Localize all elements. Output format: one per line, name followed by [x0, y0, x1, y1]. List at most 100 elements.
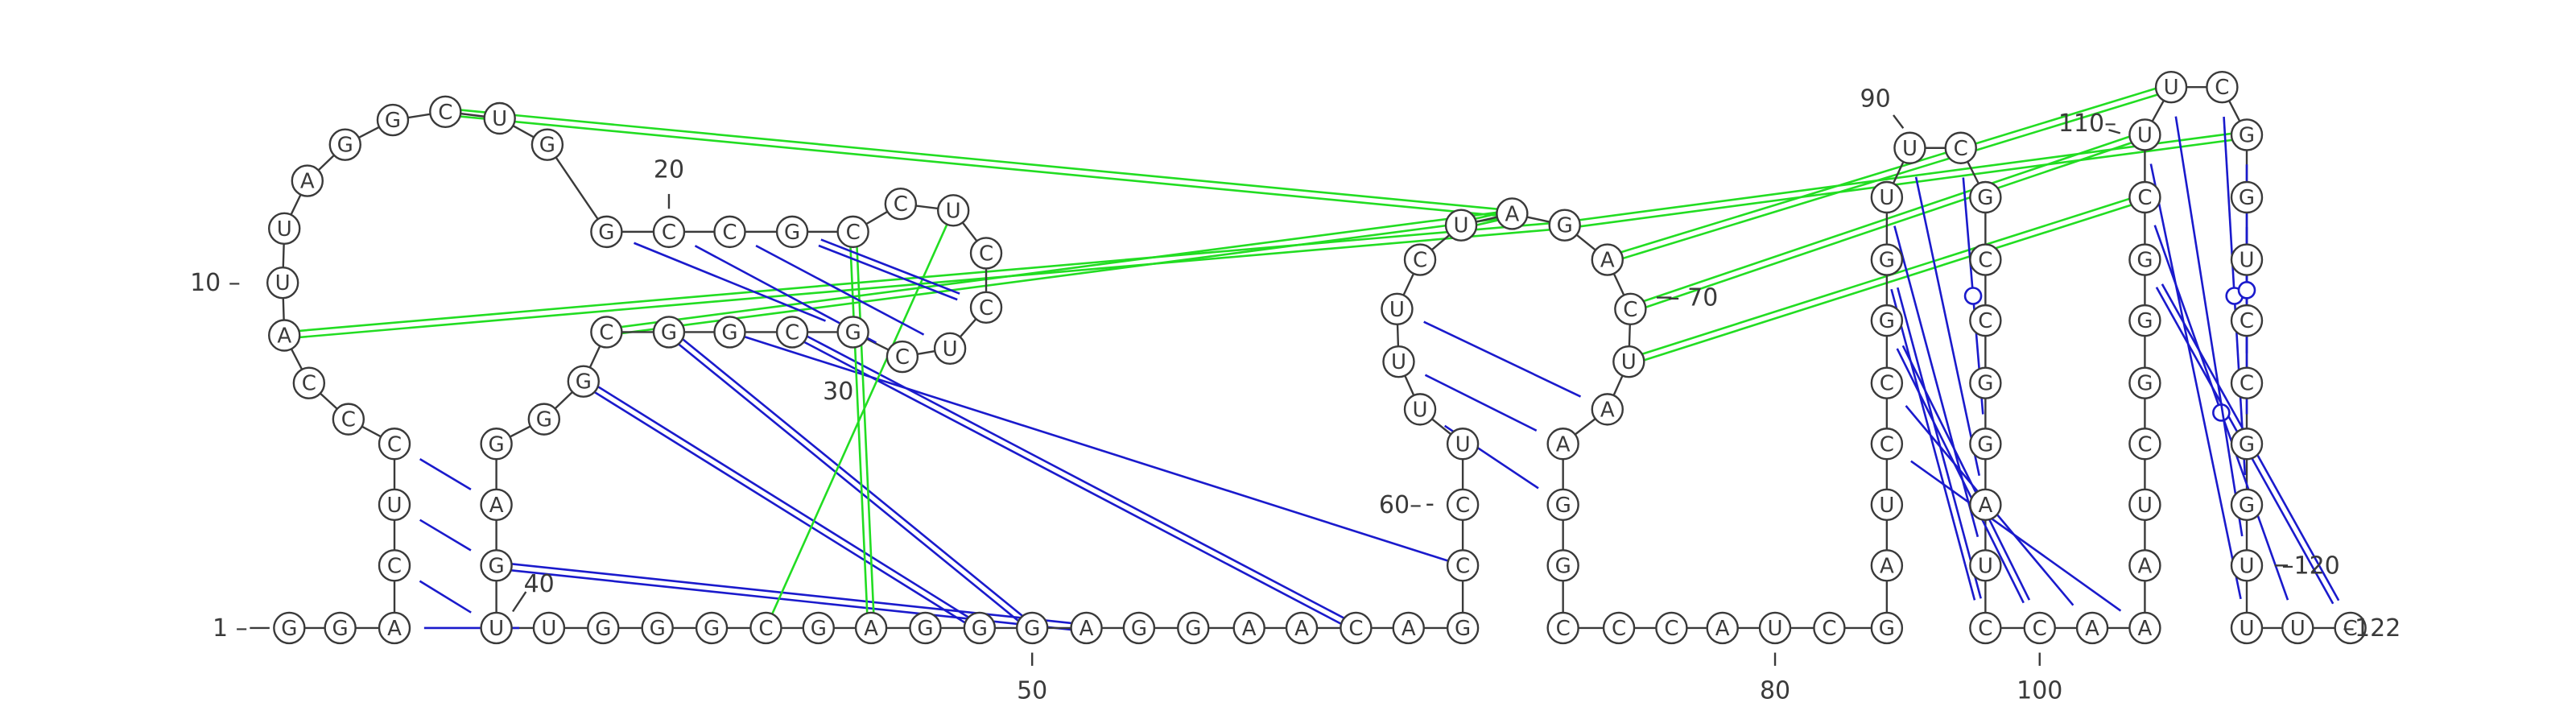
nucleotide-letter: C	[2033, 617, 2047, 641]
nucleotide-letter: G	[1977, 432, 1993, 457]
nucleotide-letter: C	[1612, 617, 1626, 641]
nucleotide-letter: G	[972, 617, 988, 641]
nucleotide: G	[836, 316, 869, 349]
nucleotide-circle	[2128, 366, 2161, 399]
nucleotide: G	[2230, 118, 2264, 151]
nucleotide-letter: C	[1348, 617, 1363, 641]
nucleotide-circle	[933, 332, 967, 366]
nucleotide-letter: G	[2239, 494, 2255, 518]
nucleotide-circle	[1602, 611, 1636, 645]
nucleotide: U	[268, 212, 301, 245]
nucleotide-circle	[378, 549, 411, 582]
nucleotide-circle	[1122, 611, 1156, 645]
nucleotide: G	[273, 611, 306, 645]
nucleotide: G	[2128, 366, 2161, 399]
nucleotide-circle	[376, 103, 410, 137]
nucleotide: U	[1446, 428, 1480, 461]
tertiary-interaction	[584, 378, 982, 626]
nucleotide-circle	[775, 316, 809, 349]
nucleotide: G	[2230, 180, 2264, 214]
nucleotide-letter: C	[1978, 309, 1992, 333]
nucleotide-letter: C	[895, 345, 910, 370]
nucleotide: U	[483, 101, 516, 135]
nucleotide-circle	[2128, 118, 2161, 151]
nucleotide-letter: C	[341, 408, 356, 432]
nucleotide-letter: U	[1879, 186, 1894, 210]
nucleotide-letter: G	[784, 221, 800, 245]
nucleotide-circle	[1870, 304, 1904, 337]
nucleotide-letter: A	[2085, 617, 2099, 641]
nucleotide-letter: G	[2239, 123, 2255, 147]
nucleotide-letter: A	[1880, 554, 1894, 578]
nucleotide-circle	[1969, 549, 2002, 582]
base-pair	[755, 244, 925, 336]
nucleotide-letter: G	[1879, 617, 1895, 641]
nucleotide-number: 20	[654, 155, 684, 184]
nucleotide-letter: C	[1413, 249, 1427, 273]
nucleotide: U	[1382, 345, 1415, 378]
nucleotide-letter: C	[1978, 249, 1992, 273]
nucleotide-circle	[2128, 304, 2161, 337]
nucleotide: A	[1392, 611, 1425, 645]
nucleotide: G	[1446, 611, 1480, 645]
tertiary-interaction	[1608, 89, 2173, 264]
nucleotide-circle	[480, 488, 513, 522]
nucleotide-circle	[749, 611, 782, 645]
nucleotide-letter: C	[1556, 617, 1571, 641]
nucleotide-letter: G	[661, 320, 677, 345]
base-pair	[634, 242, 826, 322]
nucleotide-letter: A	[489, 494, 504, 518]
base-pair	[1897, 287, 1982, 599]
nucleotide-circle	[1870, 488, 1904, 522]
nucleotide-number: 110–	[2058, 110, 2116, 138]
nucleotide: U	[480, 611, 513, 645]
nucleotide-letter: U	[275, 271, 291, 296]
nucleotide-letter: U	[492, 107, 507, 131]
nucleotide-circle	[2230, 118, 2264, 151]
nucleotide-circle	[1870, 243, 1904, 276]
nucleotide: G	[324, 611, 357, 645]
nucleotide: G	[527, 403, 561, 436]
nucleotide: A	[1232, 611, 1265, 645]
nucleotide-circle	[1392, 611, 1425, 645]
nucleotide-circle	[1893, 131, 1926, 164]
nucleotide: A	[1285, 611, 1319, 645]
number-tick	[1893, 114, 1905, 129]
nucleotide: C	[1969, 304, 2002, 337]
nucleotide-letter: A	[864, 617, 878, 641]
nucleotide-letter: G	[539, 134, 555, 158]
nucleotide-letter: U	[1391, 350, 1406, 374]
nucleotide-circle	[1446, 488, 1480, 522]
nucleotide: C	[1969, 243, 2002, 276]
gu-pair-marker	[1963, 287, 1983, 305]
nucleotide-letter: U	[2290, 617, 2306, 641]
nucleotide-letter: C	[1880, 372, 1894, 396]
nucleotide: C	[1602, 611, 1636, 645]
nucleotide-letter: C	[722, 221, 737, 245]
nucleotide: G	[480, 549, 513, 582]
nucleotide-number: –120	[2281, 552, 2339, 580]
nucleotide: C	[1870, 428, 1904, 461]
nucleotide-circle	[291, 164, 324, 197]
nucleotide-letter: A	[1600, 398, 1615, 422]
nucleotide: C	[292, 366, 326, 399]
nucleotide-letter: C	[1623, 298, 1637, 322]
nucleotide-letter: G	[1185, 617, 1201, 641]
nucleotide-letter: A	[300, 170, 315, 194]
nucleotide-circle	[480, 611, 513, 645]
nucleotide-circle	[1546, 549, 1579, 582]
nucleotide-circle	[2281, 611, 2314, 645]
nucleotide: C	[749, 611, 782, 645]
nucleotide: C	[886, 340, 919, 374]
nucleotide: A	[378, 611, 411, 645]
nucleotide-circle	[1870, 549, 1904, 582]
nucleotide-circle	[1070, 611, 1103, 645]
nucleotide-letter: U	[946, 199, 961, 223]
nucleotide: U	[1870, 180, 1904, 214]
nucleotide-circle	[886, 340, 919, 374]
nucleotide-letter: G	[811, 617, 827, 641]
nucleotide-circle	[652, 215, 686, 249]
nucleotide-letter: G	[489, 554, 505, 578]
nucleotide: G	[328, 128, 361, 161]
